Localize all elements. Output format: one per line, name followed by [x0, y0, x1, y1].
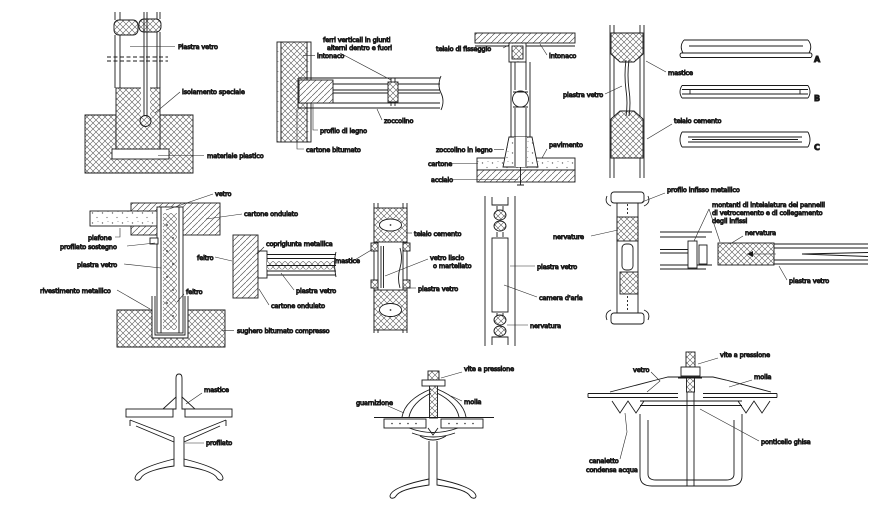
label-mastice: mastice: [335, 257, 360, 265]
label-feltro-2: feltro: [186, 288, 203, 296]
label-section-a: A: [814, 55, 821, 64]
detail-patent-glazing: vite a pressione vetro molla ponticello …: [586, 351, 811, 487]
label-zoccolino: zoccolino: [384, 117, 413, 125]
detail-channel-vertical: piastra vetro camera d'aria nervatura: [484, 196, 583, 346]
label-telaio-di-fissaggio: telaio di fissaggio: [436, 45, 491, 53]
label-molla: molla: [464, 398, 482, 406]
label-montanti-1: montanti di intelaiatura dei pannelli: [712, 201, 825, 209]
label-mastice: mastice: [204, 386, 229, 394]
label-profilato-sostegno: profilato sostegno: [60, 243, 117, 251]
label-montanti-3: degli infissi: [712, 217, 748, 225]
detail-frame-plan: montanti di intelaiatura dei pannelli di…: [660, 201, 869, 285]
detail-cover-joint: coprigiunta metallica piastra vetro cart…: [232, 234, 337, 310]
label-nervatura: nervatura: [530, 322, 561, 330]
label-intonaco: intonaco: [317, 52, 344, 60]
detail-head-jamb: vetro cartone ondulato plafone profilato…: [40, 190, 330, 348]
label-profilo-di-legno: profilo di legno: [320, 127, 367, 135]
label-mastice: mastice: [668, 69, 693, 77]
label-plafone: plafone: [88, 234, 112, 242]
detail-channel-sections: A B C: [679, 39, 822, 152]
label-montanti-2: di vetrocemento e di collegamento: [712, 209, 823, 217]
label-piastra-vetro: piastra vetro: [77, 261, 117, 269]
label-piastra-vetro: piastra vetro: [537, 263, 577, 271]
label-ferri-verticali-2: alterni dentro e fuori: [327, 44, 392, 52]
label-molla: molla: [754, 373, 772, 381]
label-canaletto-1: canaletto: [589, 457, 619, 465]
label-guarnizione: guarnizione: [356, 399, 393, 407]
label-zoccolino-in-legno: zoccolino in legno: [436, 146, 493, 154]
label-telaio-cemento: telaio cemento: [674, 117, 721, 125]
label-cartone-bitumato: cartone bitumato: [306, 146, 361, 154]
label-camera-daria: camera d'aria: [539, 294, 583, 302]
label-vetro-liscio-1: vetro liscio: [430, 254, 464, 262]
label-telaio-cemento: telaio cemento: [414, 230, 461, 238]
label-piastra-vetro: piastra vetro: [789, 277, 829, 285]
label-profilato: profilato: [206, 439, 232, 447]
label-coprigiunta-metallica: coprigiunta metallica: [266, 240, 333, 248]
label-piastra-vetro: piastra vetro: [296, 287, 336, 295]
label-ponticello-ghisa: ponticello ghisa: [761, 438, 811, 446]
label-profilo-infisso-metallico: profilo infisso metallico: [667, 186, 740, 194]
label-intonaco: intonaco: [549, 52, 576, 60]
label-feltro-1: feltro: [197, 254, 214, 262]
detail-glass-joint: mastice piastra vetro telaio cemento: [563, 25, 722, 178]
label-section-b: B: [814, 94, 820, 103]
detail-mullion: profilo infisso metallico nervature: [553, 186, 740, 325]
label-cartone-ondulato: cartone ondulato: [271, 302, 325, 310]
label-section-c: C: [814, 143, 820, 152]
label-vetro: vetro: [215, 190, 232, 198]
label-cartone-ondulato: cartone ondulato: [244, 210, 298, 218]
label-piastra-vetro: piastra vetro: [563, 91, 603, 99]
label-cartone: cartone: [428, 160, 452, 168]
label-vetro: vetro: [633, 366, 650, 374]
label-piastra-vetro: Piastra vetro: [178, 43, 218, 51]
label-sughero: sughero bitumato compresso: [237, 327, 330, 335]
label-vetro-liscio-2: o martellato: [433, 262, 472, 270]
label-acciaio: acciaio: [431, 176, 453, 184]
label-vite-a-pressione: vite a pressione: [720, 351, 770, 359]
label-rivestimento-metallico: rivestimento metallico: [40, 287, 111, 295]
detail-glass-base: Piastra vetro isolamento speciale materi…: [84, 12, 264, 174]
label-materiale-plastico: materiale plastico: [207, 152, 264, 160]
detail-block-wall: mastice telaio cemento vetro liscio o ma…: [335, 203, 472, 333]
label-piastra-vetro: piastra vetro: [418, 285, 458, 293]
detail-t-bar: mastice profilato: [125, 373, 233, 481]
label-pavimento: pavimento: [549, 141, 583, 149]
label-canaletto-2: condensa acqua: [586, 466, 638, 474]
label-ferri-verticali-1: ferri verticali in giunti: [323, 36, 391, 44]
label-vite-a-pressione: vite a pressione: [464, 365, 514, 373]
label-nervatura: nervatura: [745, 229, 776, 237]
detail-wall-plan: ferri verticali in giunti alterni dentro…: [276, 36, 444, 154]
detail-spring-clamp: vite a pressione guarnizione molla: [356, 365, 515, 499]
label-isolamento-speciale: isolamento speciale: [182, 88, 245, 96]
label-nervature: nervature: [553, 233, 584, 241]
detail-floor-ceiling: telaio di fissaggio intonaco zoccolino i…: [428, 32, 584, 186]
